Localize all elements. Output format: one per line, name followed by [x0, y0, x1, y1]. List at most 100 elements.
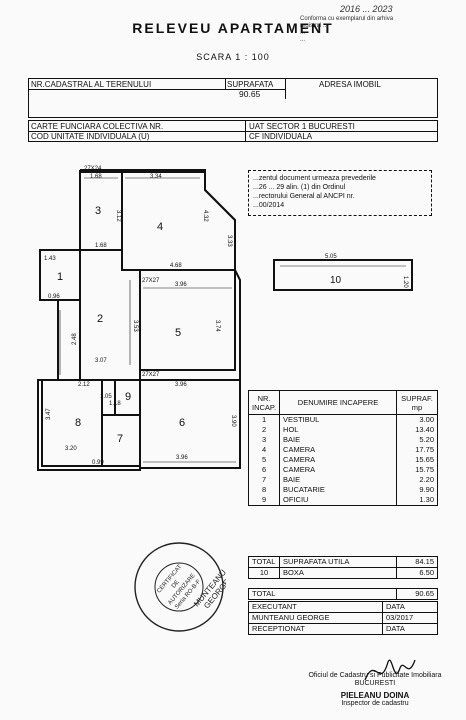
- table-cell: 4: [247, 445, 281, 455]
- table-cell: 5.20: [396, 435, 438, 445]
- room-label: 7: [117, 433, 123, 445]
- room-label: 6: [179, 417, 185, 429]
- nr-cadastral-label: NR.CADASTRAL AL TERENULUI: [31, 80, 152, 89]
- room-label: 8: [75, 417, 81, 429]
- executant-name: MUNTEANU GEORGE: [248, 612, 383, 624]
- dimension-label: 3.96: [175, 382, 187, 388]
- table-cell: 9: [247, 495, 281, 506]
- dimension-label: 1.18: [109, 401, 121, 407]
- suprafata-label: SUPRAFATA: [227, 80, 274, 89]
- cf-label: CF INDIVIDUALA: [249, 132, 313, 141]
- dimension-label: 3.47: [46, 408, 52, 420]
- dimension-label: 1.68: [95, 243, 107, 249]
- dimension-label: 3.12: [115, 210, 121, 222]
- table-cell: 15.75: [396, 465, 438, 475]
- dimension-label: 27X24: [84, 166, 102, 172]
- room-label: 10: [330, 275, 342, 286]
- table-cell: 17.75: [396, 445, 438, 455]
- table-header: NR. INCAP.: [247, 390, 281, 415]
- room-label: 5: [175, 327, 181, 339]
- executant-label: EXECUTANT: [248, 601, 383, 613]
- notice-line: ...00/2014: [253, 202, 285, 209]
- room-label: 3: [95, 205, 101, 217]
- table-cell: 6: [247, 465, 281, 475]
- totals-table: TOTAL SUPRAFATA UTILA 84.15 10 BOXA 6.50: [248, 556, 438, 579]
- handwritten-signature: [364, 659, 416, 681]
- office-line: BUCURESTI: [354, 680, 396, 687]
- office-role: Inspector de cadastru: [341, 700, 409, 707]
- total-label: TOTAL: [248, 556, 280, 568]
- table-cell: 7: [247, 475, 281, 485]
- table-row: 10 BOXA 6.50: [248, 567, 438, 579]
- table-cell: OFICIU: [279, 495, 397, 506]
- table-header: SUPRAF. mp: [396, 390, 438, 415]
- office-block: Oficiul de Cadastru si Publicitate Imobi…: [300, 672, 450, 708]
- dimension-label: 3.74: [214, 320, 220, 332]
- cod-unitate-label: COD UNITATE INDIVIDUALA (U): [31, 132, 150, 141]
- boxa-nr: 10: [248, 567, 280, 579]
- grand-total-table: TOTAL 90.65: [248, 588, 438, 600]
- dimension-label: 0.96: [48, 294, 60, 300]
- rooms-table: NR. INCAP. DENUMIRE INCAPERE SUPRAF. mp …: [247, 390, 438, 506]
- table-header: DENUMIRE INCAPERE: [279, 390, 397, 415]
- table-cell: 3: [247, 435, 281, 445]
- room-label: 1: [57, 271, 63, 283]
- table-cell: CAMERA: [279, 465, 397, 475]
- table-row: MUNTEANU GEORGE 03/2017: [248, 612, 438, 624]
- dimension-label: 1.05: [100, 394, 112, 400]
- table-row: EXECUTANT DATA: [248, 601, 438, 613]
- table-row: TOTAL SUPRAFATA UTILA 84.15: [248, 556, 438, 568]
- dimension-label: 2.12: [78, 382, 90, 388]
- table-cell: BAIE: [279, 475, 397, 485]
- dimension-label: 3.90: [230, 415, 236, 427]
- dimension-label: 1.20: [402, 276, 408, 288]
- table-cell: CAMERA: [279, 445, 397, 455]
- suprafata-utila-value: 84.15: [396, 556, 438, 568]
- executant-date: 03/2017: [382, 612, 438, 624]
- dimension-label: 1.43: [44, 256, 56, 262]
- boxa-value: 6.50: [396, 567, 438, 579]
- floor-plan: 1 2 3 4 5 6 7 8 9 27X24 1.68 3.12 3.34 4…: [37, 166, 241, 471]
- dimension-label: 1.68: [90, 174, 102, 180]
- table-cell: 1: [247, 414, 281, 425]
- room-label: 9: [125, 391, 131, 403]
- storage-plan: 5.05 1.20 10: [273, 254, 413, 291]
- table-cell: BAIE: [279, 435, 397, 445]
- scale-label: SCARA 1 : 100: [196, 52, 270, 62]
- dimension-label: 27X27: [142, 278, 160, 284]
- dimension-label: 3.33: [226, 235, 232, 247]
- notice-line: ...zentul document urmeaza prevederile: [253, 175, 376, 182]
- notice-box: ...zentul document urmeaza prevederile .…: [248, 170, 432, 216]
- dimension-label: 3.53: [132, 320, 138, 332]
- authorization-stamp: CERTIFICAT DE AUTORIZARE Seria RO-B-F MU…: [134, 542, 226, 632]
- signatures-table: EXECUTANT DATA MUNTEANU GEORGE 03/2017 R…: [248, 601, 438, 635]
- carte-funciara-box: CARTE FUNCIARA COLECTIVA NR. UAT SECTOR …: [28, 120, 438, 142]
- dimension-label: 2.48: [72, 333, 78, 345]
- table-cell: 13.40: [396, 425, 438, 435]
- suprafata-value: 90.65: [239, 89, 261, 99]
- room-label: 4: [157, 221, 163, 233]
- boxa-label: BOXA: [279, 567, 397, 579]
- grand-total-value: 90.65: [396, 588, 438, 600]
- dimension-label: 0.99: [92, 460, 104, 466]
- table-cell: 5: [247, 455, 281, 465]
- table-row: TOTAL 90.65: [248, 588, 438, 600]
- table-cell: VESTIBUL: [279, 414, 397, 425]
- dimension-label: 27X27: [142, 372, 160, 378]
- top-stamp-text: Conforma cu exemplarul din arhiva regist…: [300, 16, 394, 43]
- notice-line: ...rectorului General al ANCPI nr.: [253, 193, 355, 200]
- table-cell: 2: [247, 425, 281, 435]
- table-cell: CAMERA: [279, 455, 397, 465]
- receptionat-data-label: DATA: [382, 623, 438, 635]
- handwritten-note: 2016 ... 2023: [340, 4, 393, 14]
- dimension-label: 3.20: [65, 446, 77, 452]
